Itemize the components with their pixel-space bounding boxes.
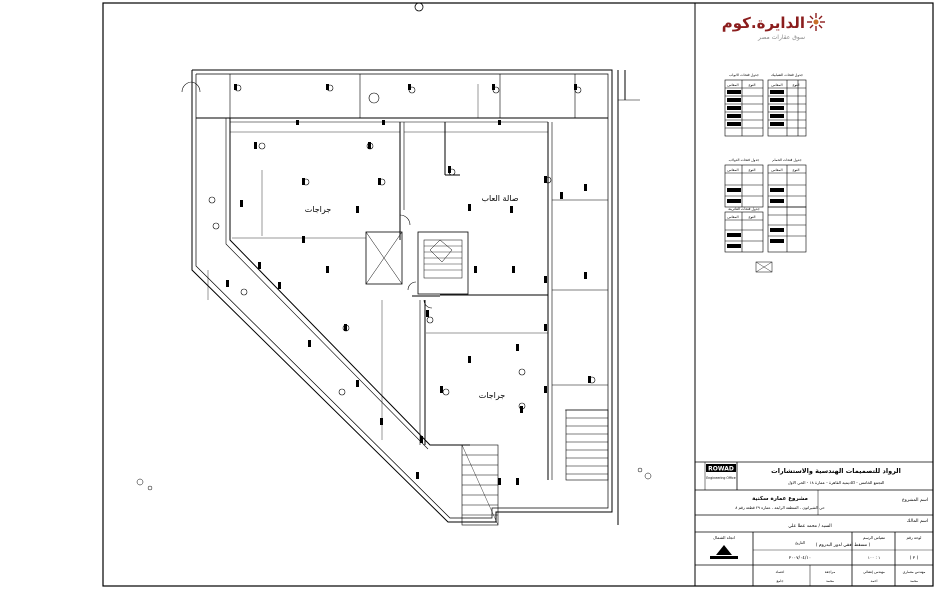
brand-name: الدايرة.كوم: [722, 14, 805, 32]
project-location: حي الشيراتون - المنطقة الرابعة - عمارة ٢…: [735, 505, 825, 510]
north-arrow-icon: [710, 545, 738, 559]
legend-header-size-4: المقاس: [771, 168, 782, 172]
entrance-ramp-left: [461, 444, 499, 526]
entrance-stairs-right: [565, 409, 609, 481]
rowad-logo-sub: Engineering Office: [706, 476, 735, 480]
legend-title-windows: جدول فتحات الشبابيك: [771, 73, 803, 77]
sheet-number: ( ٢ ): [910, 555, 919, 561]
footer-value-3: محمد: [826, 579, 834, 583]
sheet-border: [102, 2, 934, 587]
footer-cell-2: مهندس إنشائي: [863, 570, 885, 575]
legend-table-showcase: [724, 211, 764, 253]
footer-value-2: احمد: [871, 579, 878, 583]
brand-sun-icon: [807, 13, 825, 31]
footer-cell-4: اعتماد: [776, 570, 785, 574]
date-label: التاريخ: [795, 540, 805, 545]
drawing-title: ( مسقط أفقي لدور البدروم ): [816, 541, 871, 548]
legend-table-wardrobe: [724, 164, 764, 208]
project-name: مشروع عمارة سكنية: [752, 495, 808, 502]
legend-header-size-5: المقاس: [727, 215, 738, 219]
level-markers: [208, 84, 596, 410]
plan-walls: [191, 69, 640, 525]
scale-value: ١ : ١٠٠: [868, 555, 881, 560]
plan-columns: [226, 84, 591, 485]
legend-header-type-3: النوع: [749, 168, 756, 172]
footer-cell-1: مهندس معماري: [903, 570, 926, 574]
owner-label: اسم المالك: [907, 519, 928, 524]
legend-table-extra: [767, 206, 807, 253]
legend-header-size-2: المقاس: [771, 83, 782, 87]
rowad-logo-box: [706, 464, 736, 472]
legend-title-showcase: جدول فتحات الفاترينة: [728, 207, 760, 211]
plan-doors: [181, 81, 433, 309]
project-label: اسم المشروع: [902, 498, 928, 503]
owner-name: السيد / محمد عطا علي: [788, 523, 832, 529]
legend-table-windows: [767, 79, 807, 137]
legend-header-size-3: المقاس: [727, 168, 738, 172]
survey-marks: [136, 467, 652, 491]
brand-logo: الدايرة.كوم سوق عقارات مصر: [722, 13, 825, 41]
top-marker-icon: [414, 2, 424, 12]
footer-value-1: محمد: [910, 579, 918, 583]
legend-title-doors: جدول فتحات الابواب: [729, 73, 759, 77]
legend-header-size: المقاس: [727, 83, 738, 87]
stair-core: [365, 231, 469, 295]
room-label-games-hall: صالة العاب: [482, 194, 519, 203]
legend-area: [724, 79, 807, 273]
room-label-garage-left: جراجات: [305, 205, 332, 214]
legend-title-wardrobe: جدول فتحات الدولاب: [729, 158, 760, 162]
north-label: اتجاه الشمال: [713, 535, 735, 540]
brand-tagline: سوق عقارات مصر: [757, 34, 805, 41]
footer-value-4: جامع: [777, 579, 784, 583]
legend-compass-icon: [755, 261, 773, 273]
scale-label: مقياس الرسم: [863, 535, 885, 540]
sheet-number-label: لوحة رقم: [907, 535, 922, 540]
room-label-garage-right: جراجات: [479, 391, 506, 400]
date-value: ٢٠٠٧/٠٤/١٠: [789, 555, 811, 561]
rowad-logo-text: ROWAD: [708, 466, 734, 473]
legend-header-type-4: النوع: [793, 168, 800, 172]
legend-title-bathroom: جدول فتحات الحمام: [772, 158, 801, 163]
legend-table-doors: [724, 79, 764, 137]
legend-table-bathroom: [767, 164, 807, 208]
legend-header-type-2: النوع: [793, 83, 800, 87]
footer-cell-3: مراجعة: [825, 570, 836, 574]
title-block: [695, 461, 933, 586]
dimension-lines: [207, 84, 548, 440]
office-name: الرواد للتصميمات الهندسية والاستشارات: [771, 467, 901, 475]
office-address: التجمع الخامس - اكاديمية القاهرة - عمارة…: [788, 480, 884, 485]
legend-header-type-5: النوع: [749, 215, 756, 219]
legend-header-type: النوع: [749, 83, 756, 87]
